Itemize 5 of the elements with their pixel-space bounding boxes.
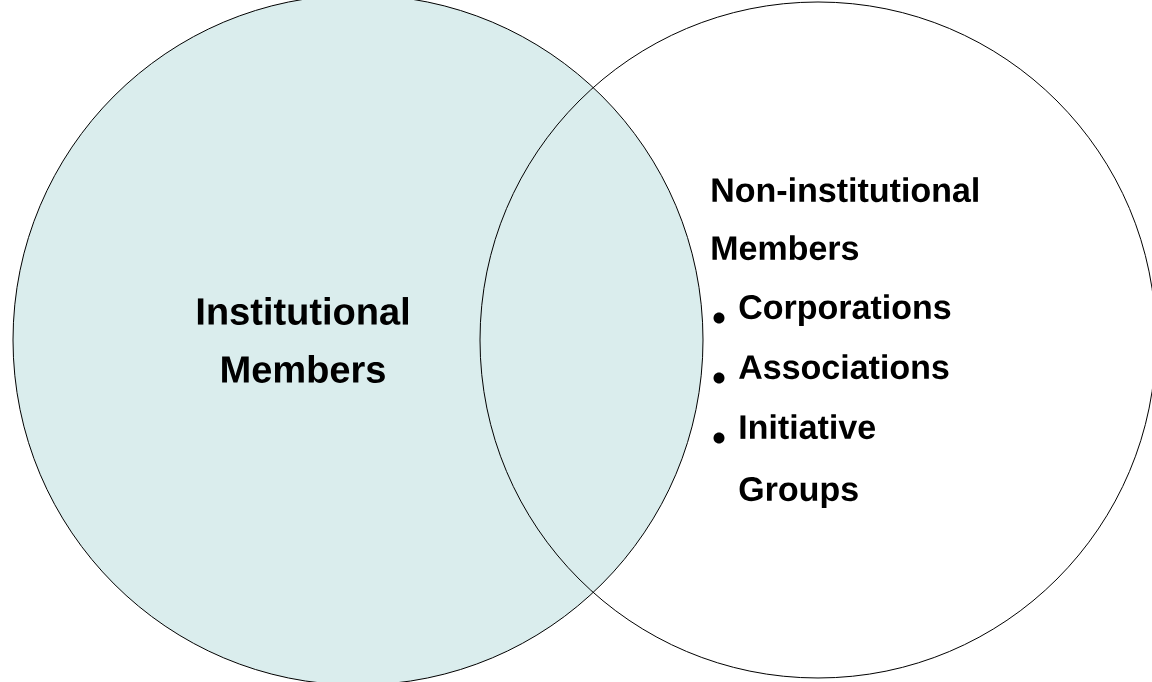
bullet-item: Associations xyxy=(739,354,949,380)
bullet-item: Corporations xyxy=(739,294,951,326)
bullet-item: Initiative Groups xyxy=(739,414,875,508)
heading: Non-institutional Members xyxy=(712,177,978,261)
circle-label: Institutional Members xyxy=(197,297,408,383)
